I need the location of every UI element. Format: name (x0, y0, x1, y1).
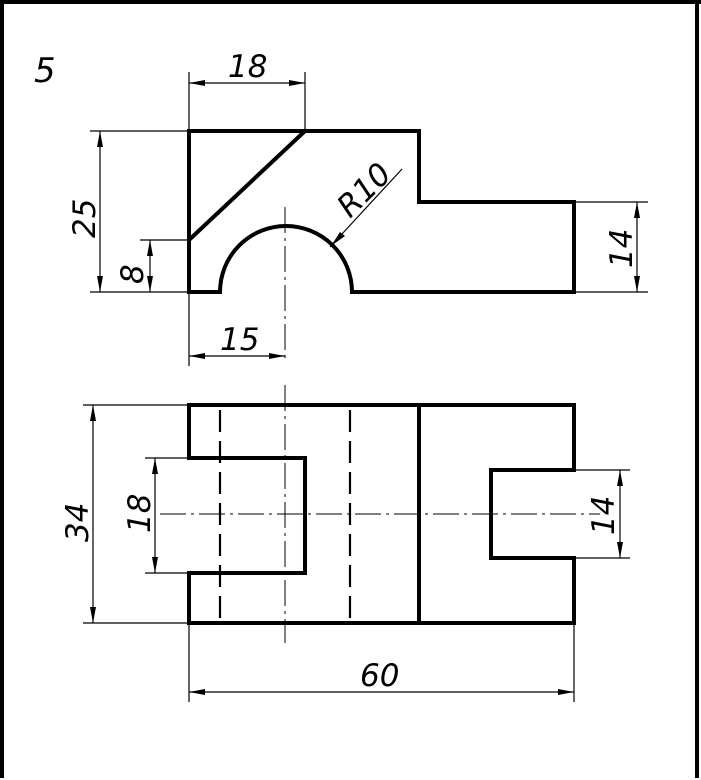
dim-top-width: 18 (188, 49, 306, 131)
dim-notch-width-label: 14 (586, 496, 622, 535)
dim-step-height: 14 (574, 201, 648, 293)
dim-step-height-label: 14 (604, 229, 640, 268)
dim-radius-label: R10 (330, 156, 399, 225)
dim-total-length-label: 60 (360, 658, 399, 694)
dim-center-offset: 15 (188, 292, 285, 366)
dim-chamfer-height-label: 8 (115, 264, 151, 284)
dim-total-length: 60 (188, 623, 575, 702)
dim-depth: 34 (60, 404, 189, 624)
dim-total-height-label: 25 (67, 199, 103, 238)
dim-chamfer-height: 8 (115, 239, 189, 292)
front-view (186, 128, 576, 360)
front-view-outline (187, 129, 576, 294)
dim-depth-label: 34 (60, 503, 96, 542)
dim-top-width-label: 18 (228, 49, 267, 85)
dim-slot-width-label: 18 (122, 494, 158, 533)
dim-slot-width: 18 (122, 457, 189, 574)
dim-center-offset-label: 15 (220, 322, 259, 358)
dim-total-height: 25 (67, 130, 189, 293)
top-view (160, 385, 600, 643)
drawing-number: 5 (34, 51, 56, 91)
chamfer-edge (186, 128, 308, 243)
dim-radius: R10 (329, 156, 403, 248)
dim-notch-width: 14 (574, 469, 630, 559)
